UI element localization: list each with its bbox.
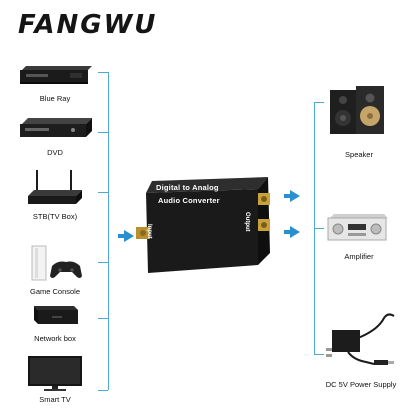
amplifier-icon bbox=[326, 212, 390, 242]
router-tv-box-icon bbox=[24, 168, 84, 208]
brand-logo: FANGWU bbox=[18, 10, 158, 40]
input-tick-5 bbox=[98, 318, 108, 319]
power-adapter-icon bbox=[322, 312, 398, 370]
input-tick-6 bbox=[98, 390, 108, 391]
output-tick-1 bbox=[314, 102, 324, 103]
output-tick-2 bbox=[314, 228, 324, 229]
input-label-smart-tv: Smart TV bbox=[39, 395, 71, 404]
input-bracket-line bbox=[108, 72, 109, 390]
game-console-icon bbox=[26, 244, 86, 284]
output-tick-3 bbox=[314, 354, 324, 355]
input-label-bluray: Blue Ray bbox=[39, 94, 71, 103]
converter-input-label: Input bbox=[146, 224, 152, 239]
converter-output-label: Output bbox=[244, 212, 250, 232]
dac-converter-device bbox=[130, 175, 280, 275]
input-label-network-box: Network box bbox=[34, 334, 76, 343]
speaker-icon bbox=[328, 84, 388, 140]
converter-title-line1: Digital to Analog bbox=[156, 183, 219, 192]
input-label-stb: STB(TV Box) bbox=[32, 212, 78, 221]
dvd-player-icon bbox=[18, 116, 92, 142]
network-box-icon bbox=[30, 304, 82, 330]
output-label-amplifier: Amplifier bbox=[344, 252, 374, 261]
input-tick-1 bbox=[98, 72, 108, 73]
input-label-game-console: Game Console bbox=[29, 287, 81, 296]
output-label-speaker: Speaker bbox=[345, 150, 373, 159]
input-tick-2 bbox=[98, 132, 108, 133]
smart-tv-icon bbox=[24, 354, 86, 392]
input-arrow-icon bbox=[118, 230, 134, 242]
output-arrow-top-icon bbox=[284, 190, 300, 202]
input-tick-4 bbox=[98, 262, 108, 263]
input-tick-3 bbox=[98, 192, 108, 193]
output-label-power-supply: DC 5V Power Supply bbox=[325, 380, 397, 389]
converter-title-line2: Audio Converter bbox=[158, 196, 220, 205]
output-arrow-bottom-icon bbox=[284, 226, 300, 238]
bluray-player-icon bbox=[18, 64, 92, 86]
input-label-dvd: DVD bbox=[47, 148, 63, 157]
